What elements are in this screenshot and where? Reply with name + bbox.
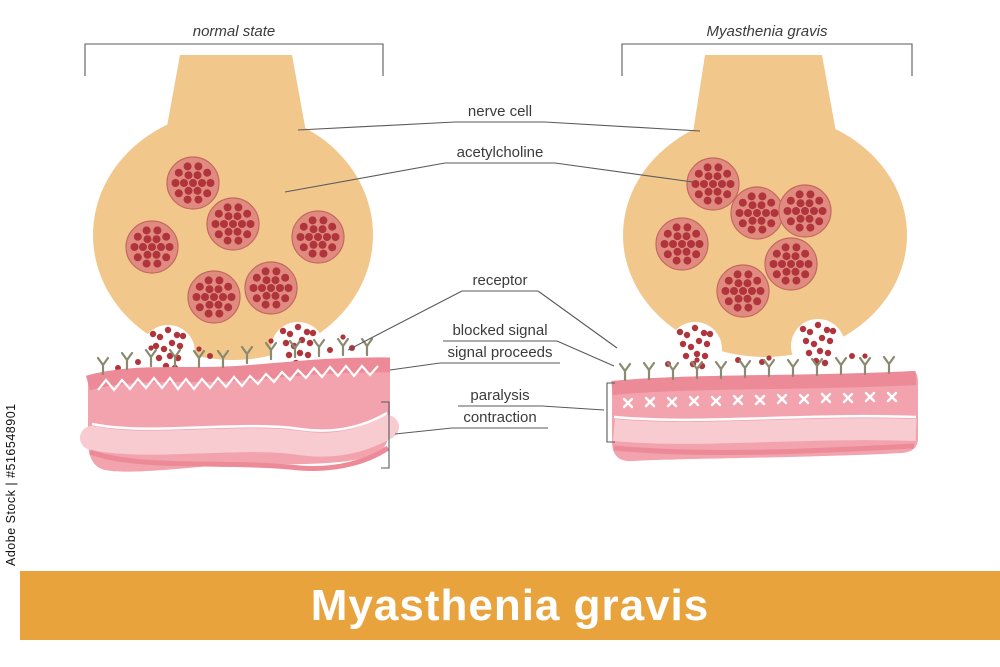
right-muscle-illustration bbox=[611, 353, 918, 462]
label-normal-state: normal state bbox=[192, 23, 276, 40]
right-receptors bbox=[618, 353, 896, 382]
left-muscle-bracket bbox=[381, 401, 390, 469]
left-muscle-inner-band bbox=[80, 415, 399, 457]
label-paralysis: paralysis bbox=[470, 387, 530, 404]
left-muscle-bottom-edge bbox=[89, 445, 390, 471]
left-panel-bracket bbox=[84, 43, 384, 76]
left-nerve-terminal-illustration bbox=[93, 55, 373, 379]
label-receptor: receptor bbox=[472, 272, 528, 289]
label-contraction: contraction bbox=[463, 409, 537, 426]
left-muscle-top-stripe bbox=[85, 357, 391, 391]
label-myasthenia-gravis: Myasthenia gravis bbox=[706, 23, 828, 40]
left-muscle-illustration bbox=[80, 334, 399, 472]
right-panel-bracket bbox=[621, 43, 913, 76]
label-blocked-signal: blocked signal bbox=[452, 322, 548, 339]
banner-title: Myasthenia gravis bbox=[310, 580, 710, 630]
left-muscle-zigzag-signal bbox=[97, 364, 379, 392]
right-muscle-white-line bbox=[613, 414, 917, 422]
right-muscle-bracket bbox=[606, 382, 615, 443]
label-signal-proceeds: signal proceeds bbox=[447, 344, 553, 361]
left-receptors bbox=[96, 334, 374, 376]
left-muscle-white-line bbox=[91, 411, 388, 432]
annotation-lines bbox=[84, 43, 913, 469]
label-nerve-cell: nerve cell bbox=[467, 103, 533, 120]
label-acetylcholine: acetylcholine bbox=[456, 144, 544, 161]
right-muscle-bottom-edge bbox=[613, 443, 915, 455]
right-muscle-inner-band bbox=[612, 418, 917, 444]
right-muscle-top-stripe bbox=[611, 371, 917, 395]
right-nerve-terminal-illustration bbox=[623, 55, 907, 376]
title-banner: Myasthenia gravis bbox=[20, 571, 1000, 640]
watermark-text: Adobe Stock | #516548901 bbox=[4, 403, 18, 566]
